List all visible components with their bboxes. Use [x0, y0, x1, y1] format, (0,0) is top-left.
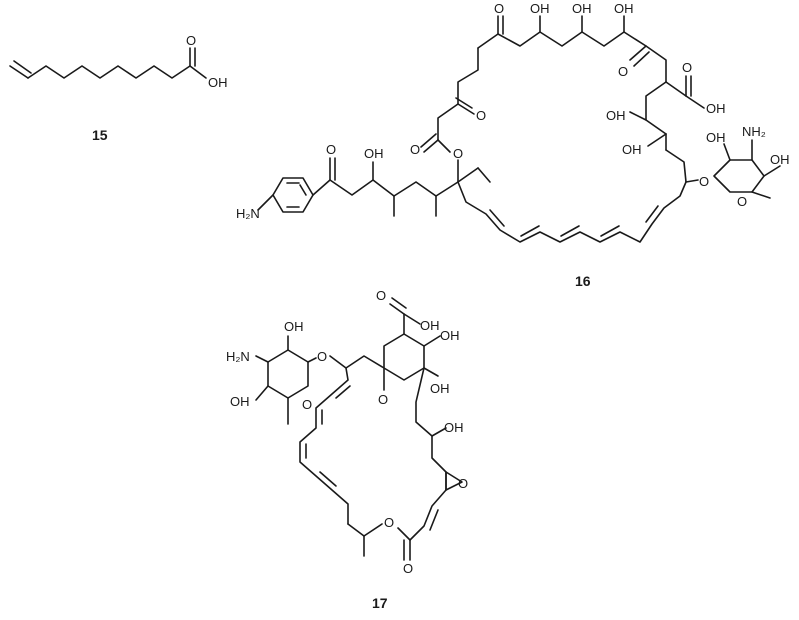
- compound-17-number: 17: [372, 595, 388, 611]
- compound-17-acid-carbonyl-oxygen: O: [376, 288, 386, 303]
- compound-17-sugar-amine: H₂N: [226, 349, 250, 364]
- compound-16-number: 16: [575, 273, 591, 289]
- compound-17-sugar-hydroxyl-1: OH: [284, 319, 304, 334]
- compound-16-ketone-oxygen-4: O: [618, 64, 628, 79]
- compound-17-glycoside-oxygen: O: [317, 349, 327, 364]
- compound-16-sugar-amine: NH₂: [742, 124, 766, 139]
- compound-17-hydroxyl-3: OH: [444, 420, 464, 435]
- compound-17-hydroxyl-1: OH: [440, 328, 460, 343]
- compound-15-carbonyl-oxygen: O: [186, 33, 196, 48]
- compound-16-acid-hydroxyl: OH: [706, 101, 726, 116]
- compound-16-ketone-oxygen-2: O: [476, 108, 486, 123]
- compound-17-sugar-ring-oxygen: O: [302, 397, 312, 412]
- compound-16-ester-carbonyl-oxygen: O: [410, 142, 420, 157]
- compound-16-ketone-oxygen: O: [326, 142, 336, 157]
- compound-16-hydroxyl-5: OH: [606, 108, 626, 123]
- compound-16-ester-oxygen: O: [453, 146, 463, 161]
- compound-16-amine-left: H₂N: [236, 206, 260, 221]
- compound-16-hydroxyl-4: OH: [614, 1, 634, 16]
- compound-17-acid-hydroxyl: OH: [420, 318, 440, 333]
- compound-16-sugar-hydroxyl-2: OH: [770, 152, 790, 167]
- compound-16-sugar-ring-oxygen: O: [737, 194, 747, 209]
- compound-16-acid-carbonyl-oxygen: O: [682, 60, 692, 75]
- compound-15-hydroxyl: OH: [208, 75, 228, 90]
- compound-15-structure: [9, 47, 207, 79]
- compound-17-epoxide-oxygen: O: [458, 476, 468, 491]
- compound-17-hydroxyl-2: OH: [430, 381, 450, 396]
- compound-17-sugar-hydroxyl-2: OH: [230, 394, 250, 409]
- compound-16-sugar-hydroxyl-1: OH: [706, 130, 726, 145]
- compound-16-ketone-oxygen-3: O: [494, 1, 504, 16]
- compound-16-hydroxyl-6: OH: [622, 142, 642, 157]
- compound-17-structure: [255, 297, 463, 561]
- compound-17-ester-oxygen: O: [384, 515, 394, 530]
- compound-17-pyran-oxygen: O: [378, 392, 388, 407]
- compound-16-glycoside-oxygen: O: [699, 174, 709, 189]
- compound-16-hydroxyl-3: OH: [572, 1, 592, 16]
- compound-16-hydroxyl-2: OH: [530, 1, 550, 16]
- compound-15-number: 15: [92, 127, 108, 143]
- compound-16-hydroxyl-1: OH: [364, 146, 384, 161]
- compound-16-structure: [257, 15, 781, 243]
- compound-17-ester-carbonyl-oxygen: O: [403, 561, 413, 576]
